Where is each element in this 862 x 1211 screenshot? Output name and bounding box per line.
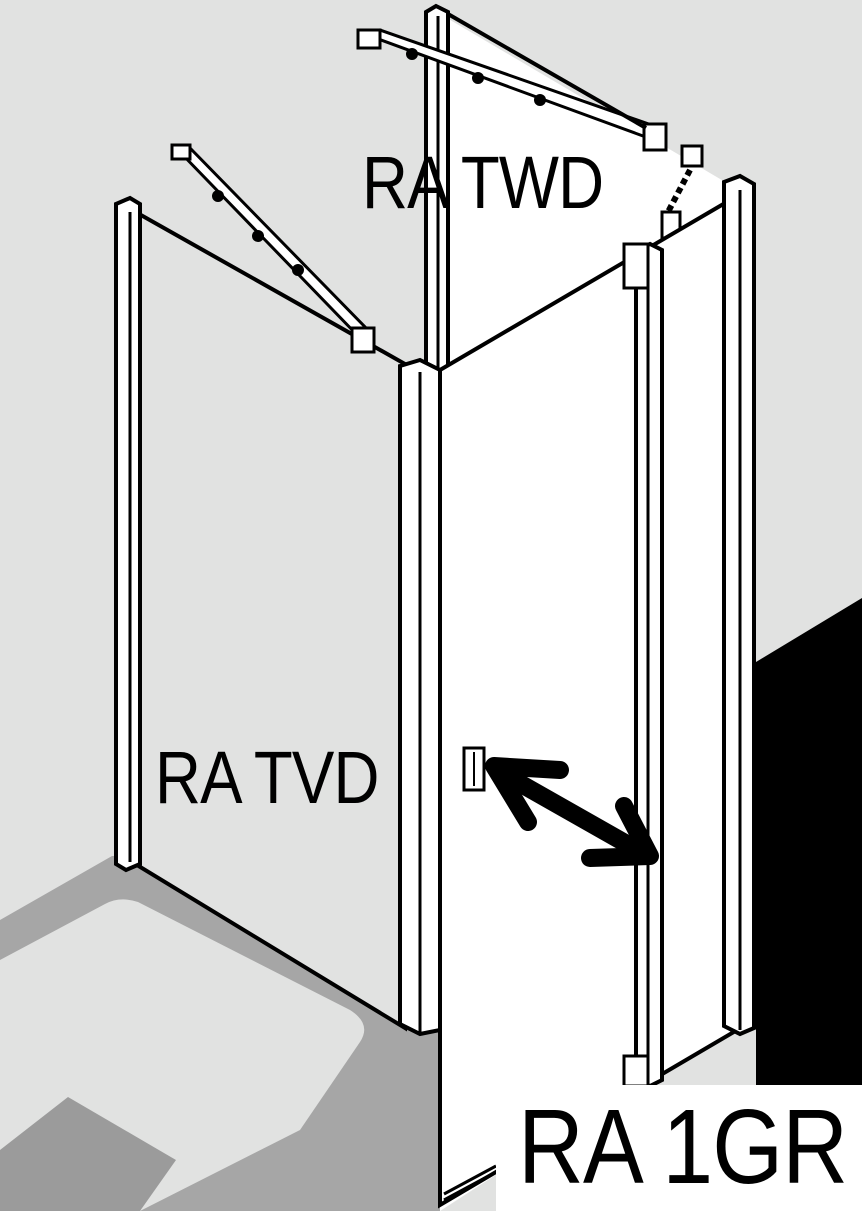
hinge-top — [622, 242, 650, 290]
side-wall-profile — [114, 195, 142, 873]
top-panel-label: RA TWD — [362, 141, 604, 224]
swing-direction-arrow — [485, 757, 659, 867]
door-glass-panel — [438, 188, 746, 1209]
hinge-bottom — [622, 1054, 650, 1088]
dark-wall-corner — [756, 598, 862, 1211]
side-panel-label: RA TVD — [155, 736, 379, 819]
door-label: RA 1GR — [518, 1088, 848, 1206]
door-label-box — [496, 1085, 862, 1211]
floor-shadow — [0, 1097, 176, 1211]
